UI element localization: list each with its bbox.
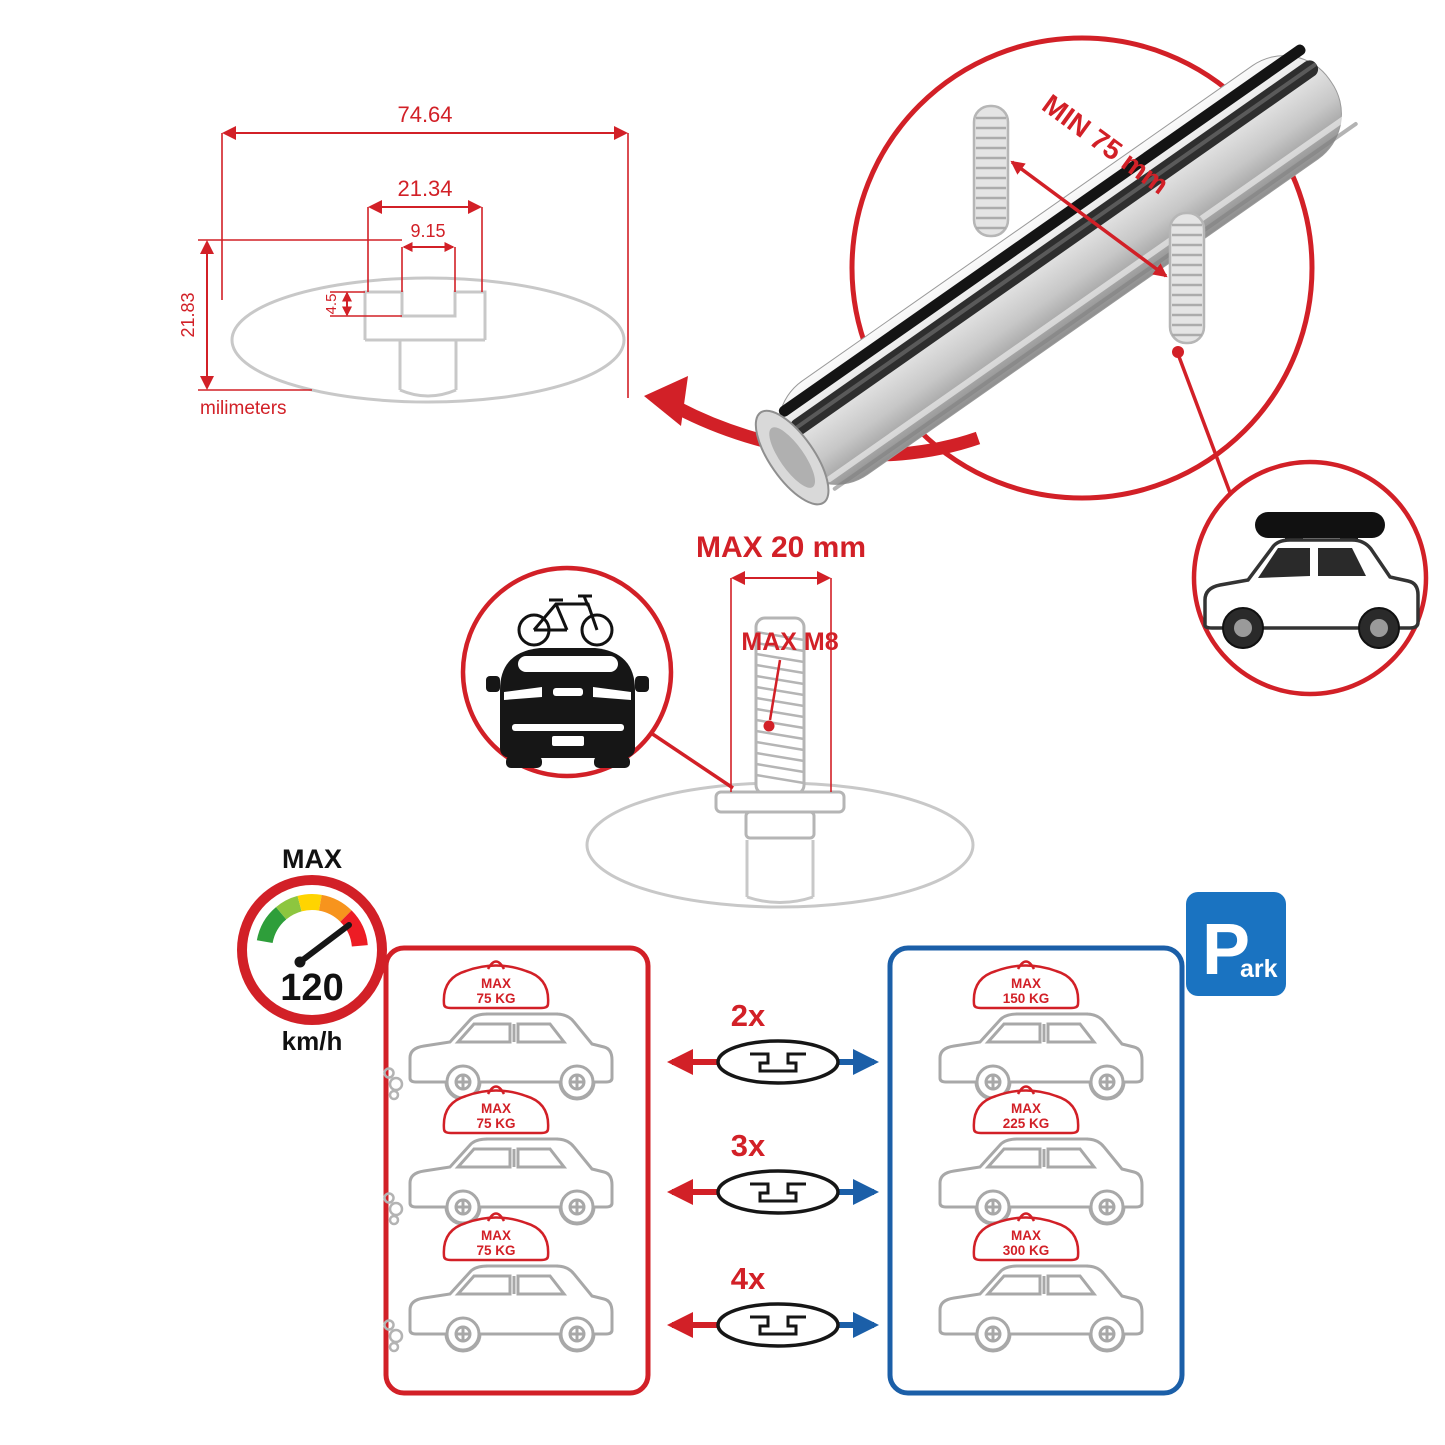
- bar-count-label: 3x: [731, 1128, 766, 1163]
- max-thread-label: MAX M8: [741, 628, 838, 656]
- roof-cargo: MAX 150 KG: [972, 960, 1080, 1010]
- crossbar-section-icon: [716, 1169, 840, 1215]
- bolt-diagram: MAX 20 mm MAX M8: [585, 531, 975, 909]
- car-with-load: MAX 75 KG: [383, 960, 614, 1101]
- cargo-max-label: MAX: [1011, 1101, 1041, 1116]
- park-sign: P ark: [1186, 892, 1286, 996]
- dim-slot-inner-label: 9.15: [410, 221, 445, 241]
- cargo-max-label: MAX: [481, 976, 511, 991]
- bicycle-icon: [517, 594, 614, 647]
- roof-cargo: MAX 75 KG: [442, 1085, 550, 1135]
- roof-cargo: MAX 225 KG: [972, 1085, 1080, 1135]
- badge-connector-line: [1176, 353, 1234, 499]
- dim-total-height-label: 21.83: [178, 292, 198, 337]
- roof-cargo: MAX 75 KG: [442, 1212, 550, 1262]
- cargo-weight-label: 300 KG: [1003, 1243, 1050, 1258]
- car-bike-badge: [460, 565, 674, 779]
- gauge-needle: [297, 922, 352, 965]
- capacity-row: 3x: [667, 1128, 879, 1215]
- cross-section-diagram: 74.64 21.34 9.15 4.5 21.83 milimeters: [178, 102, 629, 419]
- car-with-load: MAX 300 KG: [938, 1212, 1144, 1353]
- car-with-load: MAX 225 KG: [938, 1085, 1144, 1226]
- cargo-max-label: MAX: [481, 1228, 511, 1243]
- thread-callout-dot: [763, 720, 775, 732]
- tbolt-icon: [714, 616, 846, 840]
- dim-slot-depth-label: 4.5: [323, 294, 340, 315]
- roof-cargo: MAX 75 KG: [442, 960, 550, 1010]
- speed-unit: km/h: [282, 1026, 343, 1056]
- cargo-weight-label: 225 KG: [1003, 1116, 1050, 1131]
- detail-circle: [849, 35, 1315, 501]
- car-with-load: MAX 75 KG: [383, 1212, 614, 1353]
- car-with-load: MAX 75 KG: [383, 1085, 614, 1226]
- speed-gauge: MAX 120 km/h: [237, 844, 387, 1056]
- exhaust-smoke-icon: [383, 1319, 404, 1353]
- speed-value: 120: [280, 967, 343, 1009]
- badge-connector-line-2: [650, 731, 734, 790]
- cargo-max-label: MAX: [1011, 976, 1041, 991]
- cargo-max-label: MAX: [481, 1101, 511, 1116]
- suv-roofbox-icon: [1203, 512, 1420, 649]
- bar-profile-slot: [363, 290, 487, 398]
- bar-count-label: 4x: [731, 1261, 766, 1296]
- cargo-weight-label: 75 KG: [476, 1243, 515, 1258]
- crossbar-section-icon: [716, 1302, 840, 1348]
- speed-max-label: MAX: [282, 844, 342, 874]
- exhaust-smoke-icon: [383, 1067, 404, 1101]
- bar-count-label: 2x: [731, 998, 766, 1033]
- aluminum-bar-icon: [754, 44, 1358, 506]
- exhaust-smoke-icon: [383, 1192, 404, 1226]
- cargo-weight-label: 75 KG: [476, 991, 515, 1006]
- min-span-arrow: [1010, 160, 1168, 278]
- unit-label: milimeters: [200, 398, 287, 419]
- capacity-row: 2x: [667, 998, 879, 1085]
- callout-dot: [1172, 346, 1184, 358]
- cargo-weight-label: 150 KG: [1003, 991, 1050, 1006]
- dim-slot-outer-label: 21.34: [397, 176, 452, 201]
- bar-profile-outline: [230, 276, 626, 404]
- cargo-weight-label: 75 KG: [476, 1116, 515, 1131]
- cargo-max-label: MAX: [1011, 1228, 1041, 1243]
- clamp-strap-right-icon: [1168, 211, 1206, 358]
- max-length-label: MAX 20 mm: [696, 531, 866, 564]
- crossbar-render: MIN 75 mm: [754, 35, 1358, 506]
- capacity-row: 4x: [667, 1261, 879, 1348]
- clamp-strap-left-icon: [972, 104, 1010, 238]
- pointer-arrowhead-icon: [644, 376, 688, 426]
- park-suffix: ark: [1240, 955, 1278, 983]
- crossbar-section-icon: [716, 1039, 840, 1085]
- roof-cargo: MAX 300 KG: [972, 1212, 1080, 1262]
- gauge-arc: [256, 894, 368, 947]
- suv-roofbox-badge: [1191, 459, 1429, 697]
- park-letter: P: [1202, 910, 1250, 990]
- car-with-load: MAX 150 KG: [938, 960, 1144, 1101]
- dim-total-width-label: 74.64: [397, 102, 452, 127]
- car-front-icon: [486, 648, 649, 768]
